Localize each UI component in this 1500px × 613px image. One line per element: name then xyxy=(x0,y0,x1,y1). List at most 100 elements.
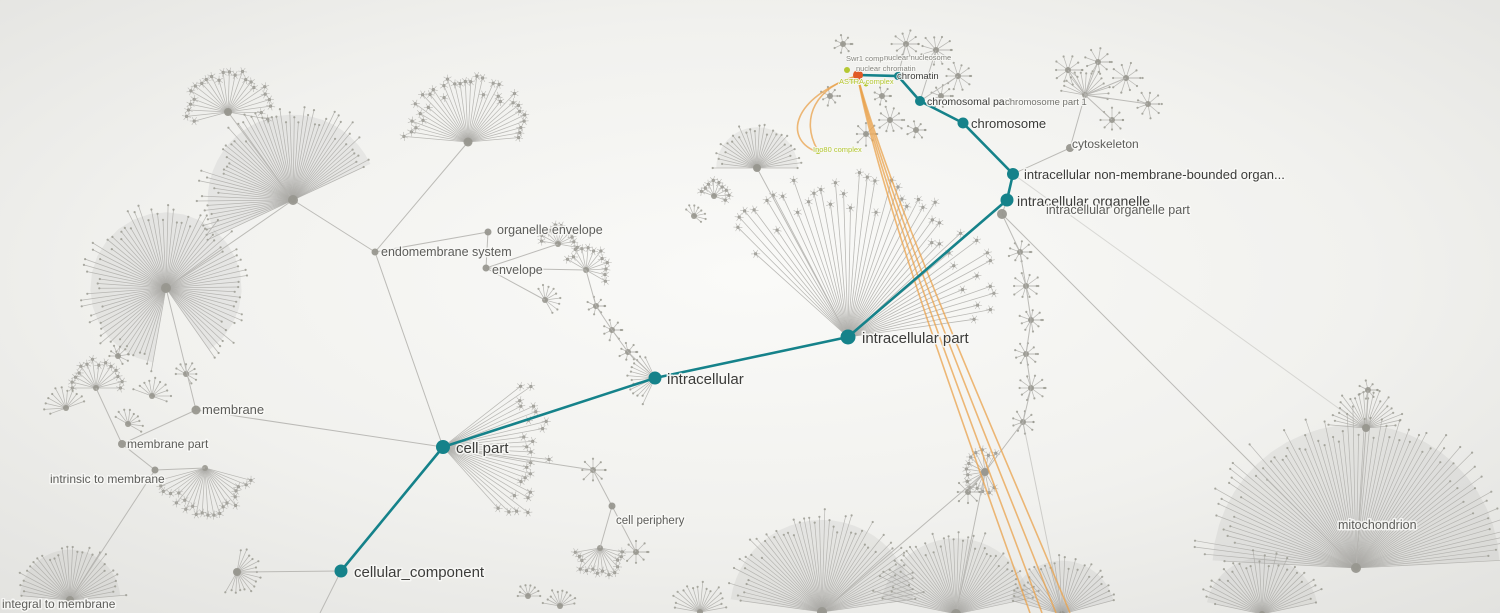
graph-edge xyxy=(585,269,597,307)
fan-cluster xyxy=(945,61,973,91)
label-intracellular[interactable]: intracellular xyxy=(666,370,746,390)
label-ino80-complex[interactable]: Ino80 complex xyxy=(812,144,863,155)
highlight-path-edge xyxy=(856,73,900,78)
fan-cluster xyxy=(929,84,954,108)
fan-cluster xyxy=(872,531,1040,613)
graph-node-gray[interactable] xyxy=(161,283,171,293)
label-astra-complex[interactable]: ASTRA complex xyxy=(838,76,895,87)
label-membrane-part[interactable]: membrane part xyxy=(126,436,211,453)
graph-node-gray[interactable] xyxy=(371,248,379,256)
graph-node-gray[interactable] xyxy=(608,502,616,510)
graph-node-chromatin[interactable] xyxy=(894,72,902,80)
graph-edge xyxy=(592,469,613,507)
fan-cluster xyxy=(67,354,127,393)
graph-node-gray[interactable] xyxy=(1066,144,1074,152)
label-swr1-complex[interactable]: Swr1 complex xyxy=(845,53,894,64)
graph-node-accent[interactable] xyxy=(844,67,850,73)
graph-node-nucleosome[interactable] xyxy=(853,70,863,80)
graph-edge xyxy=(984,421,1024,473)
orange-relation-edge xyxy=(857,77,1031,613)
label-endomembrane-system[interactable]: endomembrane system xyxy=(380,244,514,261)
graph-node-gray[interactable] xyxy=(66,596,74,604)
fan-cluster xyxy=(516,584,542,599)
label-intracellular-nmb-organelle[interactable]: intracellular non-membrane-bounded organ… xyxy=(1023,166,1287,184)
graph-node-gray[interactable] xyxy=(817,607,827,613)
label-intracellular-organelle[interactable]: intracellular organelle xyxy=(1016,192,1152,211)
label-cell-part[interactable]: cell part xyxy=(455,439,511,459)
graph-node-gray[interactable] xyxy=(981,468,989,476)
graph-node-accent[interactable] xyxy=(815,148,821,154)
graph-node-cellular-component[interactable] xyxy=(334,564,348,578)
fan-cluster xyxy=(570,545,627,580)
graph-node-gray[interactable] xyxy=(951,609,961,613)
fan-cluster xyxy=(820,85,842,107)
label-organelle-envelope[interactable]: organelle envelope xyxy=(496,222,605,239)
graph-node-gray[interactable] xyxy=(151,466,159,474)
graph-edge xyxy=(1022,421,1063,613)
label-integral-to-membrane[interactable]: integral to membrane xyxy=(1,596,118,613)
graph-node-gray[interactable] xyxy=(1362,424,1370,432)
fan-cluster xyxy=(1010,554,1115,613)
label-chromosome[interactable]: chromosome xyxy=(970,115,1048,133)
graph-node-accent[interactable] xyxy=(863,81,869,87)
highlight-path-layer xyxy=(334,67,1019,578)
graph-node-chromosomal-part[interactable] xyxy=(915,96,925,106)
fan-cluster xyxy=(697,176,734,205)
graph-edge xyxy=(1067,69,1086,96)
orange-relation-edge xyxy=(857,77,1071,613)
graph-node-gray[interactable] xyxy=(484,228,492,236)
label-membrane[interactable]: membrane xyxy=(201,401,266,419)
label-chromatin[interactable]: chromatin xyxy=(896,70,940,83)
graph-node-intracellular-part[interactable] xyxy=(840,329,856,345)
highlight-path-edge xyxy=(896,74,922,103)
graph-node-gray[interactable] xyxy=(463,137,473,147)
graph-edge xyxy=(897,43,907,77)
graph-edge xyxy=(236,570,342,573)
graph-edge xyxy=(1001,213,1021,253)
graph-node-cell-part[interactable] xyxy=(436,440,450,454)
label-chromosomal-part[interactable]: chromosomal part xyxy=(926,95,1013,110)
graph-node-gray[interactable] xyxy=(118,440,126,448)
graph-node-gray[interactable] xyxy=(288,195,298,205)
graph-node-intracellular-organelle[interactable] xyxy=(1000,193,1014,207)
graph-edge xyxy=(919,49,937,102)
label-intrinsic-to-membrane[interactable]: intrinsic to membrane xyxy=(49,471,167,488)
graph-node-gray[interactable] xyxy=(753,164,761,172)
label-envelope[interactable]: envelope xyxy=(491,262,545,279)
label-intracellular-organelle-part[interactable]: intracellular organelle part xyxy=(1045,202,1192,219)
graph-node-intracellular-non-membrane-bounded-organelle[interactable] xyxy=(1007,168,1019,180)
label-nuclear-chromatin[interactable]: nuclear chromatin xyxy=(855,63,917,74)
label-chromosome-part-1[interactable]: chromosome part 1 xyxy=(1004,96,1088,109)
graph-edge xyxy=(1084,77,1127,96)
fan-cluster xyxy=(728,508,925,613)
graph-node-accent[interactable] xyxy=(849,78,855,84)
fan-cluster xyxy=(1007,240,1033,263)
graph-edge xyxy=(442,446,594,471)
fan-cluster xyxy=(132,376,173,403)
label-nuclear-nucleosome[interactable]: nuclear nucleosome xyxy=(883,52,952,63)
fan-cluster xyxy=(711,123,803,171)
graph-edge xyxy=(756,167,849,338)
graph-edge xyxy=(292,199,376,253)
label-intracellular-part[interactable]: intracellular part xyxy=(861,329,972,349)
gray-edges-layer xyxy=(69,43,1369,613)
graph-node-gray[interactable] xyxy=(1351,563,1361,573)
graph-edge xyxy=(1001,213,1357,569)
graph-edge xyxy=(154,467,206,471)
graph-edge xyxy=(195,409,444,448)
graph-node-gray[interactable] xyxy=(191,405,201,415)
label-cytoskeleton[interactable]: cytoskeleton xyxy=(1071,136,1141,153)
graph-node-gray[interactable] xyxy=(233,568,241,576)
label-mitochondrion[interactable]: mitochondrion xyxy=(1337,517,1419,534)
graph-node-chromosome[interactable] xyxy=(957,117,969,129)
fan-cluster xyxy=(685,204,707,223)
label-cellular-component[interactable]: cellular_component xyxy=(353,563,487,583)
graph-node-intracellular[interactable] xyxy=(648,371,662,385)
label-cell-periphery[interactable]: cell periphery xyxy=(615,514,687,529)
graph-edge xyxy=(165,287,197,411)
graph-node-gray[interactable] xyxy=(482,264,490,272)
graph-node-gray[interactable] xyxy=(224,108,232,116)
graph-node-gray[interactable] xyxy=(997,209,1007,219)
